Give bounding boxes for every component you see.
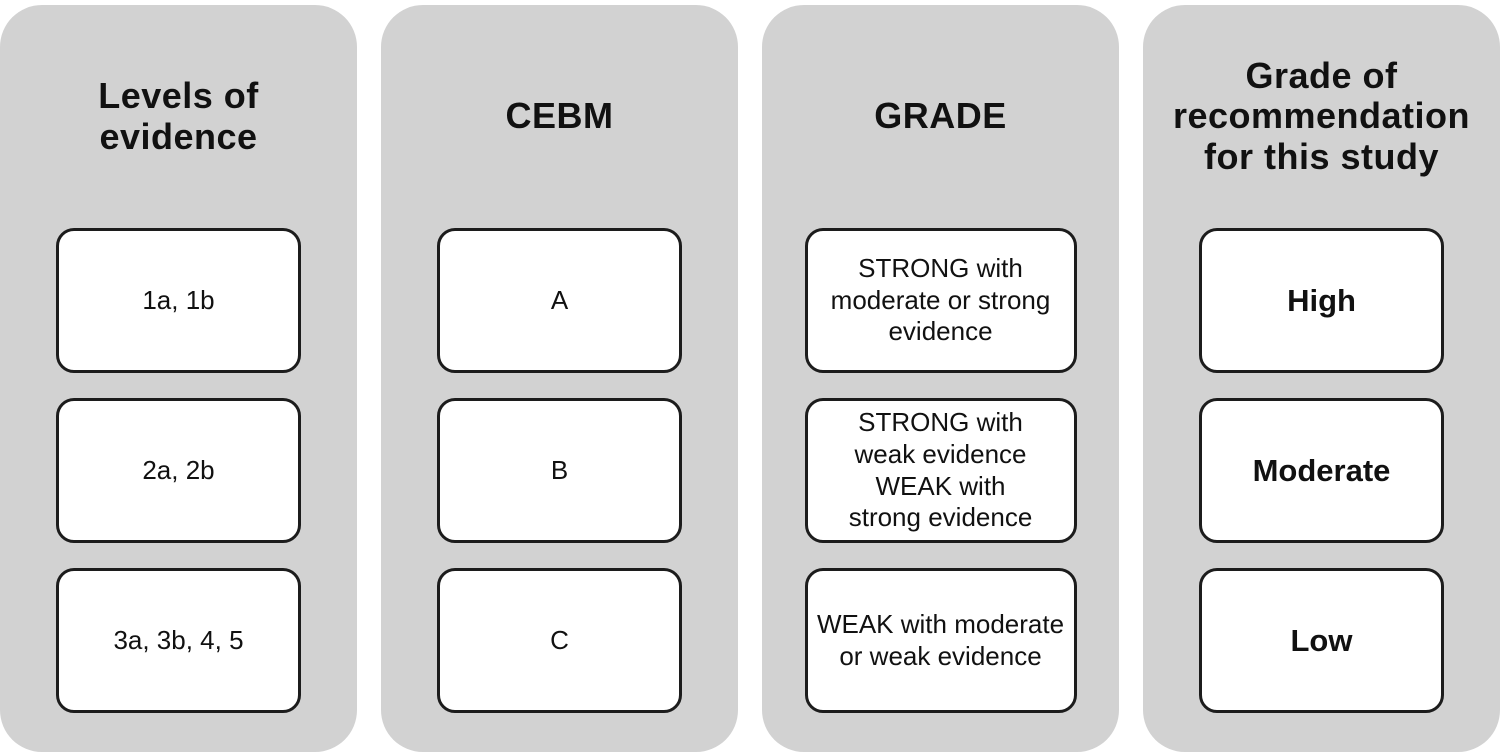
box-recommendation-high: High (1199, 228, 1444, 373)
column-header-grade-of-recommendation: Grade of recommendation for this study (1172, 55, 1471, 177)
column-header-levels-of-evidence: Levels of evidence (98, 75, 259, 157)
box-grade-weak-moderate-weak: WEAK with moderate or weak evidence (804, 568, 1077, 713)
column-header-cebm: CEBM (505, 95, 614, 137)
box-grade-strong-moderate-strong: STRONG with moderate or strong evidence (804, 228, 1077, 373)
column-cebm: CEBM A B C (381, 5, 738, 752)
box-level-3a-3b-4-5: 3a, 3b, 4, 5 (56, 568, 301, 713)
box-list-grade: STRONG with moderate or strong evidence … (762, 228, 1119, 713)
box-list-recommendation: High Moderate Low (1143, 228, 1500, 713)
box-grade-strong-weak-weak-strong: STRONG with weak evidence WEAK with stro… (804, 398, 1077, 543)
column-grade: GRADE STRONG with moderate or strong evi… (762, 5, 1119, 752)
box-recommendation-low: Low (1199, 568, 1444, 713)
column-header-grade: GRADE (874, 95, 1007, 137)
box-cebm-a: A (437, 228, 682, 373)
box-recommendation-moderate: Moderate (1199, 398, 1444, 543)
column-grade-of-recommendation: Grade of recommendation for this study H… (1143, 5, 1500, 752)
box-level-2a-2b: 2a, 2b (56, 398, 301, 543)
box-list-levels: 1a, 1b 2a, 2b 3a, 3b, 4, 5 (0, 228, 357, 713)
box-level-1a-1b: 1a, 1b (56, 228, 301, 373)
column-levels-of-evidence: Levels of evidence 1a, 1b 2a, 2b 3a, 3b,… (0, 5, 357, 752)
box-cebm-c: C (437, 568, 682, 713)
box-list-cebm: A B C (381, 228, 738, 713)
box-cebm-b: B (437, 398, 682, 543)
